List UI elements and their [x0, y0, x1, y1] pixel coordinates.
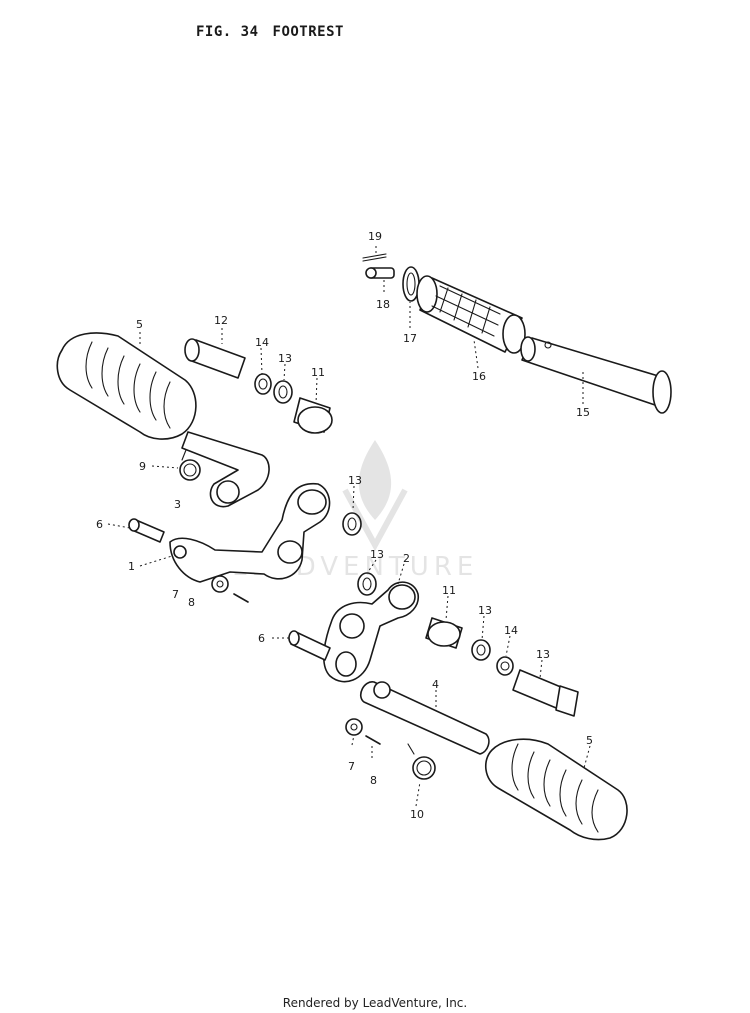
callout-14-lower: 14 — [504, 624, 518, 637]
part-14-upper-washer — [254, 373, 272, 395]
part-3-footrest-bar — [181, 431, 270, 508]
callout-3: 3 — [174, 498, 181, 511]
callout-7-right: 7 — [348, 760, 355, 773]
callout-13-lower: 13 — [478, 604, 492, 617]
callout-14-upper: 14 — [255, 336, 269, 349]
callout-12-lower: 13 — [536, 648, 550, 661]
callout-15: 15 — [576, 406, 590, 419]
part-11-lower-collar — [425, 617, 463, 649]
figure-title: FIG. 34 FOOTREST — [196, 24, 344, 40]
part-19-pin — [362, 253, 387, 262]
part-5-right-footrest-rubber — [485, 738, 628, 841]
leader-lines — [107, 246, 591, 807]
part-13-lower-washer — [471, 639, 491, 661]
part-6-right-pin — [288, 630, 331, 661]
callout-1: 1 — [128, 560, 135, 573]
callout-17: 17 — [403, 332, 417, 345]
callout-6-right: 6 — [258, 632, 265, 645]
callout-19: 19 — [368, 230, 382, 243]
part-1-footrest-bracket — [169, 482, 331, 583]
callout-13-middle-b: 13 — [370, 548, 384, 561]
callout-6-left: 6 — [96, 518, 103, 531]
part-4-footrest-bar — [359, 681, 490, 755]
part-13-middle-washer-b — [357, 572, 377, 596]
part-14-lower-washer — [496, 656, 514, 676]
part-12-upper-bolt — [184, 338, 246, 379]
callout-11-upper: 11 — [311, 366, 325, 379]
part-8-left-cotter-pin — [233, 593, 249, 603]
part-7-left-washer — [211, 575, 229, 593]
callout-7-left: 7 — [172, 588, 179, 601]
part-5-left-footrest-rubber — [56, 332, 197, 440]
figure-name: FOOTREST — [272, 24, 344, 40]
part-16-rubber-grip — [416, 275, 526, 354]
callout-11-lower: 11 — [442, 584, 456, 597]
footer-credit: Rendered by LeadVenture, Inc. — [282, 996, 468, 1010]
part-8-right-cotter-pin — [365, 735, 381, 745]
part-13-middle-washer-a — [342, 512, 362, 536]
part-12-lower-bolt — [512, 669, 579, 717]
callout-4: 4 — [432, 678, 439, 691]
callout-10: 10 — [410, 808, 424, 821]
figure-number: FIG. 34 — [196, 24, 259, 40]
callout-13-middle-a: 13 — [348, 474, 362, 487]
part-10-spring — [407, 743, 436, 780]
part-9-spring — [179, 449, 201, 481]
part-11-upper-collar — [293, 397, 333, 434]
callout-16: 16 — [472, 370, 486, 383]
callout-18: 18 — [376, 298, 390, 311]
callout-labels: 19 18 17 16 15 5 12 14 13 11 9 3 13 6 1 … — [96, 230, 593, 821]
part-13-upper-washer — [273, 380, 293, 404]
callout-13-upper: 13 — [278, 352, 292, 365]
callout-9: 9 — [139, 460, 146, 473]
part-7-right-washer — [345, 718, 363, 736]
callout-8-left: 8 — [188, 596, 195, 609]
part-2-footrest-bracket — [322, 581, 420, 683]
part-15-footrest-rod — [520, 336, 672, 414]
part-6-left-pin — [128, 518, 165, 543]
callout-5-left: 5 — [136, 318, 143, 331]
callout-8-right: 8 — [370, 774, 377, 787]
watermark-logo-icon — [342, 440, 408, 552]
callout-12-upper: 12 — [214, 314, 228, 327]
part-18-bolt — [365, 267, 395, 279]
callout-2: 2 — [403, 552, 410, 565]
callout-5-right: 5 — [586, 734, 593, 747]
